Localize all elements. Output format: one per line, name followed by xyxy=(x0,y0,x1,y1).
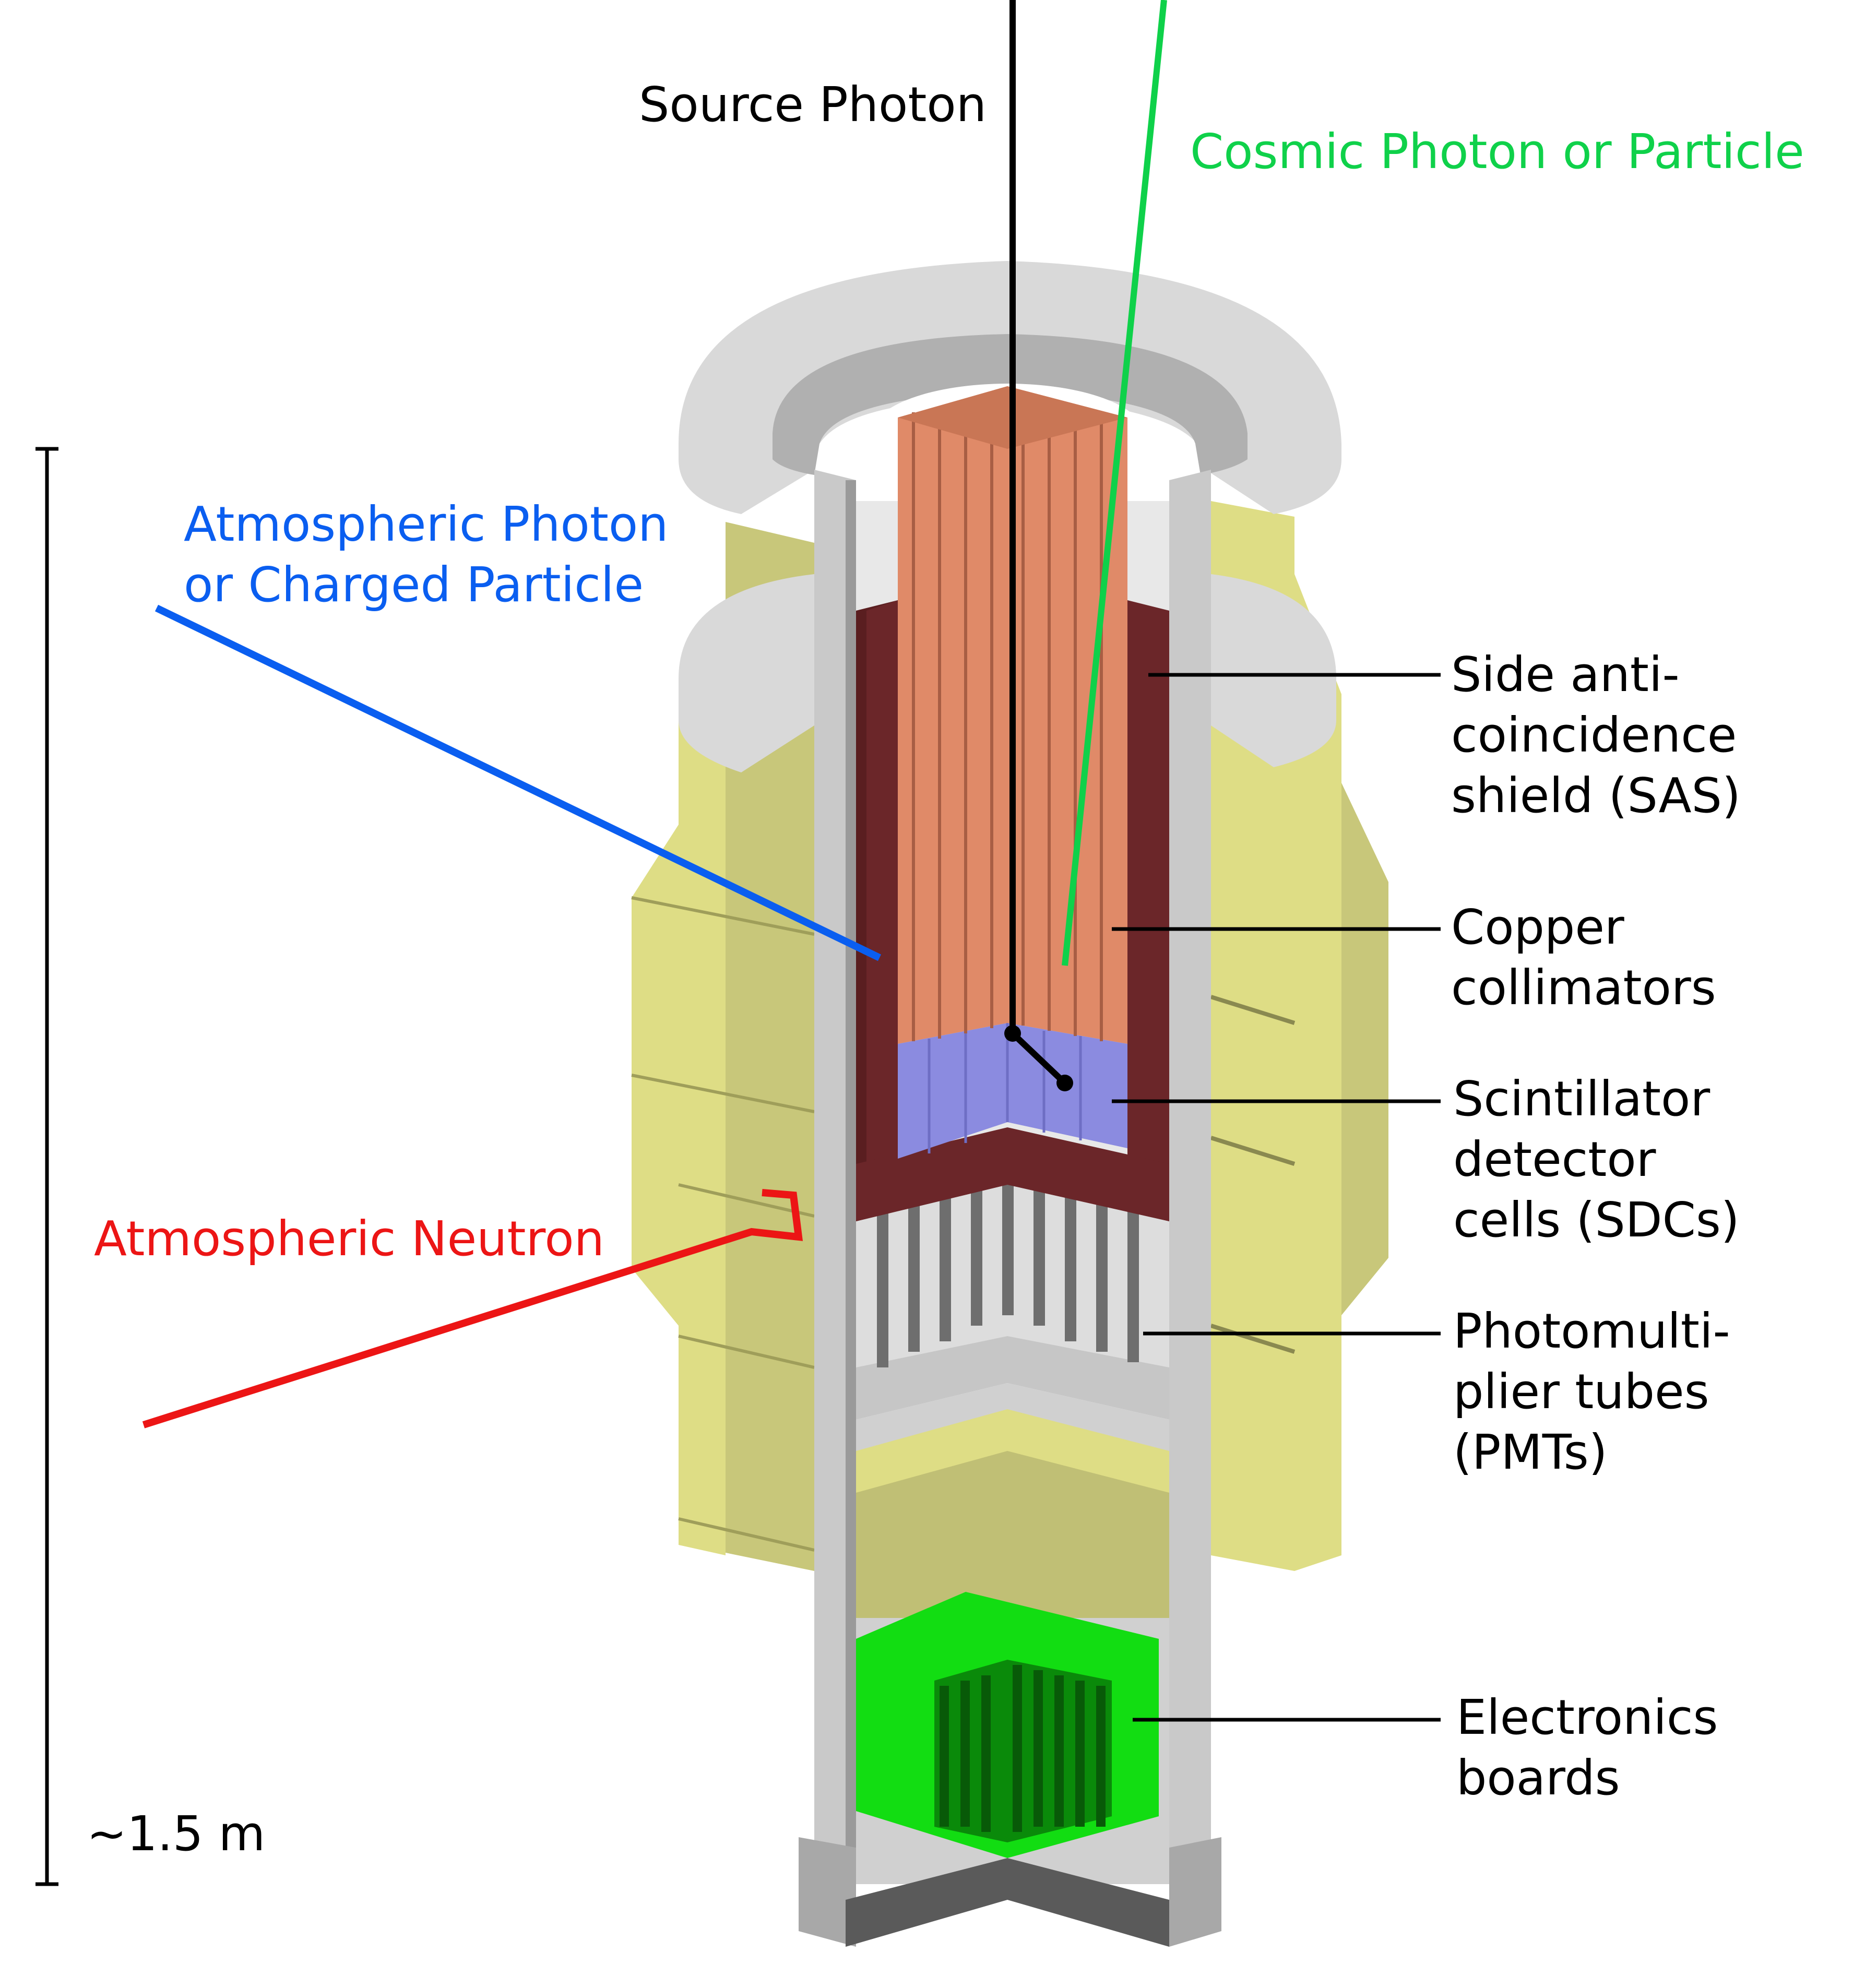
sdc-label-line-2: detector xyxy=(1453,1132,1656,1187)
atmospheric-neutron-label: Atmospheric Neutron xyxy=(94,1211,604,1267)
scale-label: ~1.5 m xyxy=(87,1806,265,1862)
electronics-boards xyxy=(856,1592,1159,1858)
electronics-label-line-2: boards xyxy=(1456,1750,1620,1806)
interaction-point-1 xyxy=(1004,1025,1021,1042)
sas-label-line-3: shield (SAS) xyxy=(1451,768,1741,824)
cosmic-label: Cosmic Photon or Particle xyxy=(1190,124,1804,180)
copper-label-line-2: collimators xyxy=(1451,960,1716,1016)
pmt-label-line-2: plier tubes xyxy=(1453,1364,1709,1420)
sas-label-line-2: coincidence xyxy=(1451,707,1737,763)
inner-shield-lower xyxy=(856,1409,1169,1618)
sdc-label-line-3: cells (SDCs) xyxy=(1453,1192,1740,1248)
atmospheric-photon-label-line-2: or Charged Particle xyxy=(184,557,644,613)
sdc-label-line-1: Scintillator xyxy=(1453,1071,1710,1127)
interaction-point-2 xyxy=(1056,1075,1073,1091)
source-photon-label: Source Photon xyxy=(639,77,987,133)
atmospheric-photon-label-line-1: Atmospheric Photon xyxy=(184,496,669,552)
scale-bar xyxy=(35,449,58,1884)
copper-label-line-1: Copper xyxy=(1451,899,1624,955)
electronics-label-line-1: Electronics xyxy=(1456,1689,1718,1745)
sas-label-line-1: Side anti- xyxy=(1451,647,1680,703)
pmt-label-line-1: Photomulti- xyxy=(1453,1303,1730,1359)
pmt-label-line-3: (PMTs) xyxy=(1453,1424,1608,1480)
